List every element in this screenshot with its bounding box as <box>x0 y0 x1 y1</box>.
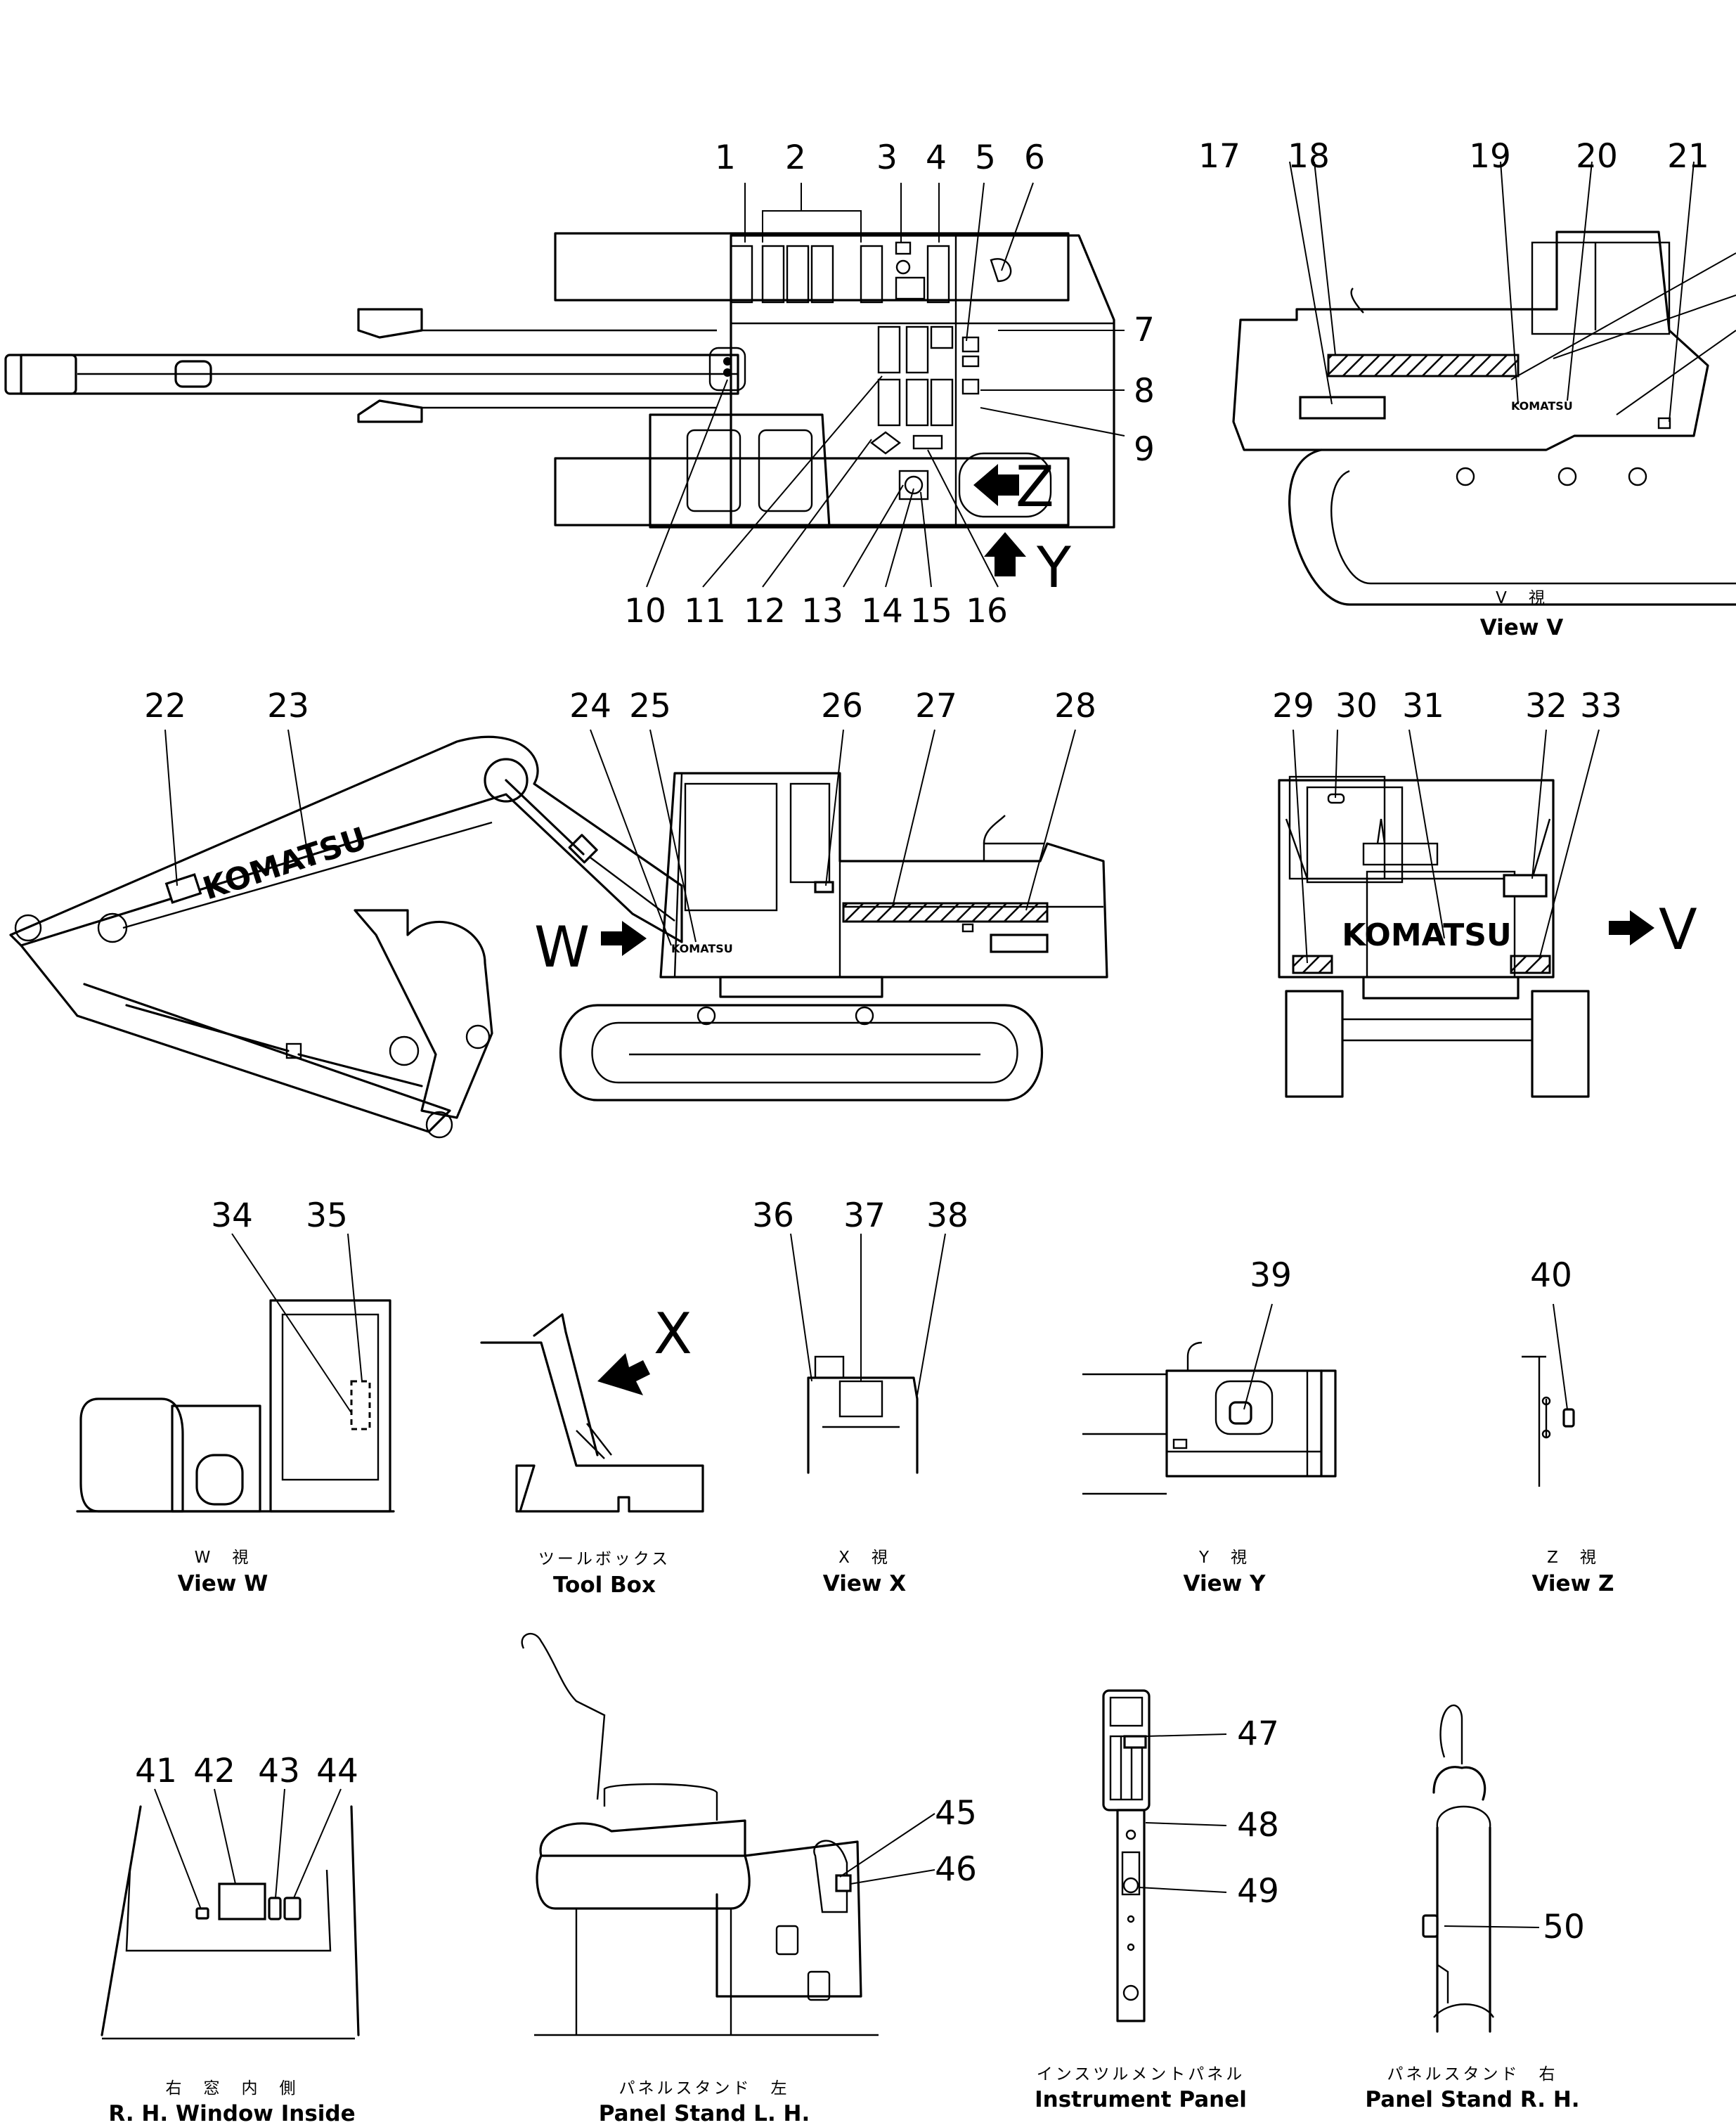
callout-13: 13 <box>801 592 843 631</box>
view-v-caption: View V <box>1480 615 1564 640</box>
callout-20: 20 <box>1576 137 1618 176</box>
callout-42: 42 <box>193 1752 235 1790</box>
callout-14: 14 <box>861 592 903 631</box>
tool-box-drawing <box>480 1313 704 1513</box>
callout-7: 7 <box>1134 311 1155 349</box>
callout-23: 23 <box>267 687 309 725</box>
callout-46: 46 <box>935 1850 977 1889</box>
callout-36: 36 <box>752 1196 794 1235</box>
callout-34: 34 <box>211 1196 253 1235</box>
view-y-caption-jp: Y 視 <box>1198 1549 1250 1567</box>
view-x-drawing <box>790 1233 946 1474</box>
callout-1: 1 <box>715 138 736 177</box>
callout-38: 38 <box>926 1196 969 1235</box>
instrument-caption: Instrument Panel <box>1035 2087 1247 2112</box>
y-arrow-icon <box>984 532 1026 576</box>
callout-40: 40 <box>1530 1256 1572 1295</box>
side-view-small-brand: KOMATSU <box>671 942 733 955</box>
callout-22: 22 <box>144 687 186 725</box>
callout-6: 6 <box>1024 138 1045 177</box>
instrument-caption-jp: インスツルメントパネル <box>1037 2065 1245 2084</box>
callout-35: 35 <box>306 1196 348 1235</box>
x-arrow-icon <box>597 1353 650 1395</box>
callout-8: 8 <box>1134 372 1155 411</box>
view-y-drawing <box>1082 1303 1337 1495</box>
w-arrow-icon <box>601 921 647 956</box>
letter-x: X <box>654 1301 692 1367</box>
panel-rh-caption: Panel Stand R. H. <box>1365 2087 1579 2112</box>
letter-z-top: Z <box>1016 454 1054 519</box>
callout-21: 21 <box>1667 137 1709 176</box>
view-y-caption: View Y <box>1184 1571 1267 1596</box>
callout-25: 25 <box>629 687 671 725</box>
view-z-caption-jp: Z 視 <box>1547 1549 1599 1567</box>
callout-41: 41 <box>135 1752 177 1790</box>
letter-v: V <box>1659 897 1697 962</box>
rh-window-caption: R. H. Window Inside <box>108 2101 355 2125</box>
callout-32: 32 <box>1525 687 1567 725</box>
callout-17: 17 <box>1198 137 1241 176</box>
letter-y-top: Y <box>1036 535 1072 600</box>
callout-4: 4 <box>926 138 947 177</box>
callout-3: 3 <box>876 138 898 177</box>
view-w-drawing <box>76 1233 395 1513</box>
v-arrow-icon <box>1609 910 1654 945</box>
callout-30: 30 <box>1335 687 1378 725</box>
callout-29: 29 <box>1272 687 1314 725</box>
callout-18: 18 <box>1288 137 1330 176</box>
callout-10: 10 <box>624 592 666 631</box>
callout-26: 26 <box>821 687 863 725</box>
callout-27: 27 <box>915 687 957 725</box>
callout-39: 39 <box>1250 1256 1292 1295</box>
view-v-brand: KOMATSU <box>1511 399 1573 413</box>
tool-box-caption: Tool Box <box>553 1572 656 1598</box>
callout-24: 24 <box>569 687 611 725</box>
z-arrow-icon <box>973 464 1019 506</box>
callout-43: 43 <box>258 1752 300 1790</box>
callout-31: 31 <box>1402 687 1444 725</box>
callout-49: 49 <box>1237 1872 1279 1911</box>
view-v-drawing: KOMATSU <box>1232 161 1736 606</box>
callout-15: 15 <box>910 592 952 631</box>
view-w-caption: View W <box>178 1571 268 1596</box>
callout-48: 48 <box>1237 1806 1279 1845</box>
panel-rh-caption-jp: パネルスタンド 右 <box>1387 2065 1558 2084</box>
callout-50: 50 <box>1543 1908 1585 1946</box>
letter-w: W <box>534 915 590 980</box>
rh-window-caption-jp: 右 窓 内 側 <box>166 2079 299 2098</box>
view-x-caption-jp: X 視 <box>838 1549 890 1567</box>
callout-47: 47 <box>1237 1714 1279 1753</box>
callout-12: 12 <box>744 592 786 631</box>
callout-16: 16 <box>966 592 1008 631</box>
panel-lh-drawing <box>521 1633 935 2036</box>
callout-28: 28 <box>1054 687 1096 725</box>
rh-window-drawing <box>101 1788 360 2040</box>
instrument-panel-drawing <box>1102 1689 1227 2022</box>
callout-33: 33 <box>1580 687 1622 725</box>
callout-5: 5 <box>975 138 996 177</box>
panel-lh-caption-jp: パネルスタンド 左 <box>619 2079 790 2098</box>
panel-lh-caption: Panel Stand L. H. <box>599 2101 810 2125</box>
view-z-drawing <box>1522 1303 1575 1487</box>
tool-box-caption-jp: ツールボックス <box>538 1550 671 1568</box>
view-x-caption: View X <box>823 1571 907 1596</box>
panel-rh-drawing <box>1422 1704 1540 2033</box>
callout-11: 11 <box>684 592 726 631</box>
rear-view-drawing: KOMATSU <box>1278 729 1600 1098</box>
view-z-caption: View Z <box>1531 1571 1614 1596</box>
callout-45: 45 <box>935 1794 977 1833</box>
view-w-caption-jp: W 視 <box>195 1549 252 1567</box>
callout-9: 9 <box>1134 430 1155 469</box>
callout-2: 2 <box>785 138 806 177</box>
callout-19: 19 <box>1469 137 1511 176</box>
callout-37: 37 <box>843 1196 886 1235</box>
view-v-caption-jp: V 視 <box>1496 589 1548 607</box>
callout-44: 44 <box>316 1752 358 1790</box>
rear-view-brand: KOMATSU <box>1342 917 1511 953</box>
top-view-drawing <box>4 182 1125 588</box>
